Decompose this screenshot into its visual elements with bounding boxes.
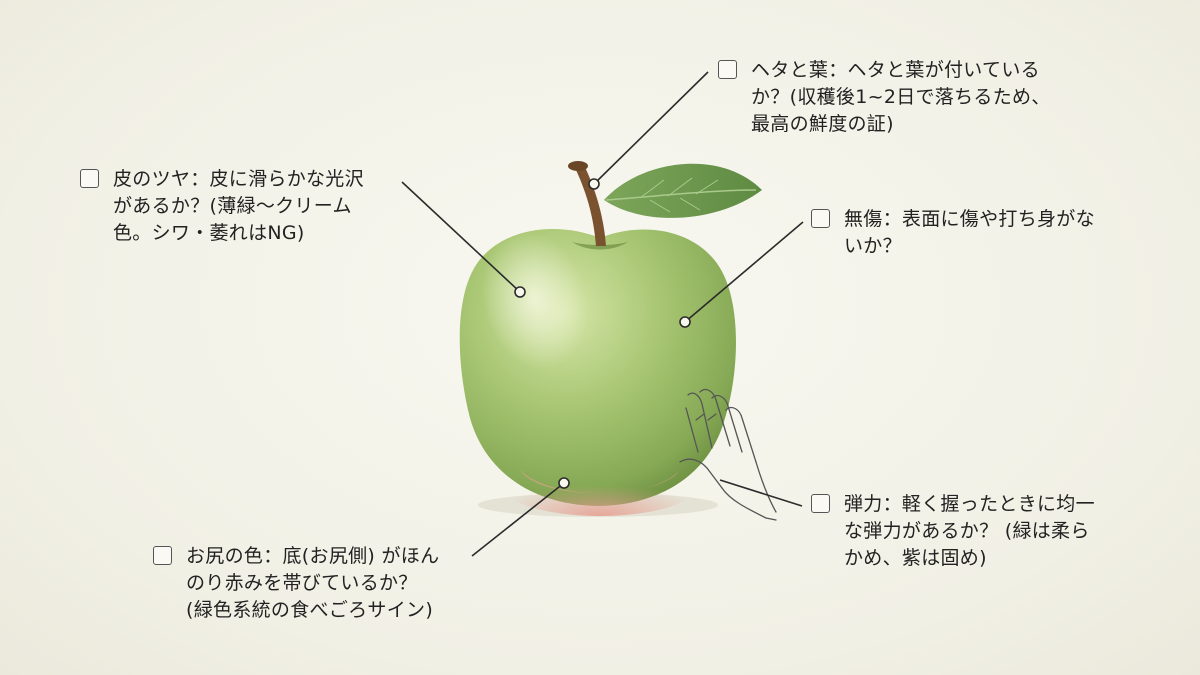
leaf-veins-minor bbox=[639, 177, 719, 213]
callout-text-bottom-color: お尻の色：底(お尻側) がほん のり赤みを帯びているか？ (緑色系統の食べごろサ… bbox=[186, 545, 440, 621]
leader-lines bbox=[401, 71, 804, 557]
callout-text-stem-leaf: ヘタと葉：ヘタと葉が付いている か？(収穫後1~2日で落ちるため、 最高の鮮度の… bbox=[751, 59, 1051, 135]
leader-line-damage bbox=[684, 221, 804, 323]
checkbox-firmness[interactable] bbox=[811, 494, 830, 513]
hand-outline bbox=[679, 388, 777, 521]
anchor-dot-bottom bbox=[558, 477, 570, 489]
leader-line-skin bbox=[401, 181, 521, 293]
callout-text-skin-gloss: 皮のツヤ：皮に滑らかな光沢 があるか？(薄緑〜クリーム 色。シワ・萎れはNG) bbox=[113, 168, 364, 244]
callout-stem-leaf: ヘタと葉：ヘタと葉が付いている か？(収穫後1~2日で落ちるため、 最高の鮮度の… bbox=[718, 57, 1078, 138]
leader-line-stem bbox=[593, 71, 709, 185]
checkbox-skin-gloss[interactable] bbox=[80, 169, 99, 188]
checkbox-bottom-color[interactable] bbox=[153, 546, 172, 565]
checkbox-no-damage[interactable] bbox=[811, 209, 830, 228]
callout-firmness: 弾力：軽く握ったときに均一 な弾力があるか？ (緑は柔ら かめ、紫は固め) bbox=[811, 491, 1151, 572]
checkbox-stem-leaf[interactable] bbox=[718, 60, 737, 79]
anchor-dot-damage bbox=[679, 316, 691, 328]
anchor-dots bbox=[514, 178, 691, 489]
stem-tip bbox=[568, 161, 588, 171]
callout-text-no-damage: 無傷：表面に傷や打ち身がな いか？ bbox=[844, 208, 1095, 257]
apple-stem bbox=[576, 165, 606, 246]
anchor-dot-skin bbox=[514, 286, 526, 298]
leaf-vein bbox=[605, 189, 757, 201]
callout-skin-gloss: 皮のツヤ：皮に滑らかな光沢 があるか？(薄緑〜クリーム 色。シワ・萎れはNG) bbox=[80, 166, 400, 247]
anchor-dot-stem bbox=[588, 178, 600, 190]
callout-text-firmness: 弾力：軽く握ったときに均一 な弾力があるか？ (緑は柔ら かめ、紫は固め) bbox=[844, 493, 1095, 569]
apple-highlight bbox=[481, 231, 589, 369]
apple-leaf bbox=[604, 163, 762, 218]
leader-line-firm bbox=[719, 479, 803, 507]
leader-line-bottom bbox=[471, 482, 565, 557]
apple-blush-glow bbox=[505, 460, 695, 516]
callout-bottom-color: お尻の色：底(お尻側) がほん のり赤みを帯びているか？ (緑色系統の食べごろサ… bbox=[153, 543, 483, 624]
callout-no-damage: 無傷：表面に傷や打ち身がな いか？ bbox=[811, 206, 1141, 260]
